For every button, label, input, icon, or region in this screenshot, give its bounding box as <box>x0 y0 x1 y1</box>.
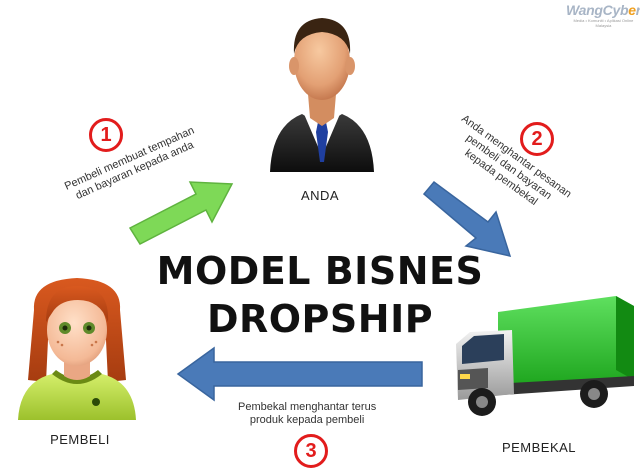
businessman-icon <box>270 18 374 172</box>
blue-arrow-to-supplier <box>422 180 512 258</box>
node-label-anda: ANDA <box>300 188 340 203</box>
blue-arrow-to-customer <box>176 346 423 402</box>
logo-text-3: r <box>636 2 640 18</box>
step-3-badge: 3 <box>294 434 328 468</box>
logo-text-1: Wang <box>566 2 603 18</box>
wangcyber-logo: WangCyber Media • Komuniti • Aplikasi On… <box>566 2 640 28</box>
step-3-note: Pembekal menghantar terus produk kepada … <box>238 401 376 427</box>
diagram-title-line-1: MODEL BISNES <box>156 249 484 293</box>
step-3-text-line-1: Pembekal menghantar terus <box>238 401 377 413</box>
step-1-badge: 1 <box>89 118 123 152</box>
logo-text-2: Cyb <box>602 2 629 18</box>
logo-tagline: Media • Komuniti • Aplikasi Online Malay… <box>573 18 634 28</box>
diagram-title-line-2: DROPSHIP <box>206 297 434 341</box>
delivery-truck-icon <box>456 296 634 416</box>
customer-girl-icon <box>18 278 136 420</box>
logo-text-accent: e <box>628 2 636 18</box>
step-3-text-line-2: produk kepada pembeli <box>249 414 365 426</box>
node-label-pembeli: PEMBELI <box>50 432 110 447</box>
step-2-badge: 2 <box>520 122 554 156</box>
green-arrow <box>128 181 234 245</box>
node-label-pembekal: PEMBEKAL <box>501 440 577 455</box>
